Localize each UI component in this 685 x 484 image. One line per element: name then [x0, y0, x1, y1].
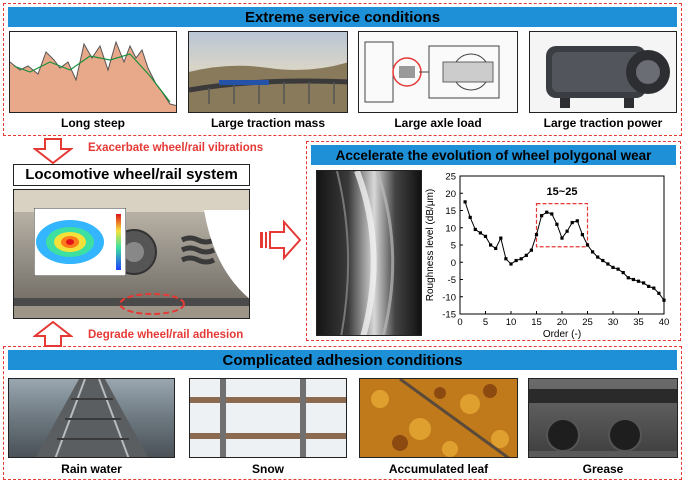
data-point: [483, 234, 488, 238]
grease-image: [528, 378, 678, 458]
data-point: [545, 210, 549, 214]
y-tick-label: -10: [442, 292, 456, 303]
data-point: [606, 262, 610, 266]
data-point: [580, 233, 584, 237]
roughness-series-line: [464, 201, 665, 301]
data-point: [504, 257, 508, 261]
wheel-photo: [316, 170, 422, 336]
data-point: [473, 227, 477, 232]
data-point: [657, 291, 661, 295]
y-tick-label: -5: [448, 275, 456, 286]
traction-mass-caption: Large traction mass: [210, 116, 326, 130]
traction-mass-image: [188, 31, 348, 113]
top-section-frame: [3, 3, 682, 136]
y-tick-label: 5: [451, 241, 456, 252]
system-title: Locomotive wheel/rail system: [13, 164, 250, 186]
data-point: [489, 243, 493, 247]
annotation-label: 15~25: [547, 186, 578, 198]
x-tick-label: 40: [659, 317, 670, 328]
data-point: [631, 277, 635, 282]
data-point: [468, 215, 472, 219]
data-point: [611, 265, 615, 270]
y-tick-label: -15: [442, 310, 456, 321]
data-point: [463, 200, 467, 204]
data-point: [509, 262, 513, 266]
rain-water-image: [8, 378, 175, 458]
up-arrow-icon: [33, 321, 73, 347]
snow-image: [189, 378, 347, 458]
data-point: [494, 246, 498, 251]
right-arrow-icon: [260, 219, 302, 261]
data-point: [499, 236, 503, 240]
annotation-dashed-box: [535, 202, 589, 248]
x-tick-label: 25: [582, 317, 593, 328]
data-point: [519, 257, 523, 261]
data-point: [616, 267, 620, 271]
data-point: [626, 276, 630, 280]
x-tick-label: 0: [457, 317, 462, 328]
vibration-label: Exacerbate wheel/rail vibrations: [88, 142, 264, 154]
y-tick-label: 10: [445, 223, 456, 234]
data-point: [560, 236, 564, 240]
data-point: [534, 233, 539, 237]
data-point: [647, 284, 651, 288]
long-steep-caption: Long steep: [60, 116, 125, 130]
data-point: [575, 219, 579, 223]
data-point: [540, 214, 544, 218]
data-point: [570, 220, 574, 225]
y-tick-label: 20: [445, 189, 456, 200]
down-arrow-icon: [33, 138, 73, 164]
y-tick-label: 15: [445, 206, 456, 217]
data-point: [652, 286, 656, 290]
long-steep-image: [9, 31, 177, 113]
bottom-section-frame: [3, 346, 682, 480]
top-section-title: Extreme service conditions: [8, 7, 677, 27]
x-tick-label: 20: [557, 317, 568, 328]
grease-caption: Grease: [582, 462, 624, 476]
data-point: [524, 253, 528, 257]
data-point: [636, 279, 641, 283]
y-axis-label: Roughness level (dB/μm): [425, 189, 436, 301]
data-point: [478, 231, 482, 235]
traction-power-image: [529, 31, 677, 113]
wear-section-frame: [306, 141, 681, 341]
data-point: [514, 258, 518, 263]
roughness-chart: 0 5 10 15 20 25 30 35 40 -15 -10 -5 0 5 10 15 20 25 15~25…: [425, 172, 670, 341]
y-tick-label: 0: [451, 258, 456, 269]
data-point: [565, 229, 569, 233]
wear-section-title: Accelerate the evolution of wheel polygo…: [311, 145, 676, 165]
x-axis-label: Order (-): [543, 329, 581, 340]
data-point: [642, 281, 646, 285]
x-tick-label: 30: [608, 317, 619, 328]
accumulated-leaf-caption: Accumulated leaf: [388, 462, 489, 476]
snow-caption: Snow: [252, 462, 284, 476]
bottom-section-title: Complicated adhesion conditions: [8, 350, 677, 370]
data-point: [601, 258, 605, 263]
x-tick-label: 15: [531, 317, 542, 328]
y-tick-label: 25: [445, 172, 456, 183]
chart-plot-area: [459, 175, 665, 315]
x-tick-label: 5: [483, 317, 488, 328]
data-point: [591, 250, 595, 254]
data-point: [662, 298, 666, 302]
data-point: [621, 271, 625, 275]
axle-load-caption: Large axle load: [394, 116, 482, 130]
contour-plot-inset: [34, 208, 126, 276]
axle-load-image: [358, 31, 518, 113]
rain-water-caption: Rain water: [61, 462, 122, 476]
locomotive-bogie-image: [13, 189, 250, 319]
data-point: [550, 212, 554, 216]
traction-power-caption: Large traction power: [543, 116, 663, 130]
x-tick-label: 10: [506, 317, 517, 328]
data-point: [555, 222, 559, 226]
adhesion-label: Degrade wheel/rail adhesion: [88, 329, 244, 341]
data-point: [585, 243, 590, 247]
data-point: [529, 248, 533, 252]
x-tick-label: 35: [633, 317, 644, 328]
accumulated-leaf-image: [359, 378, 518, 458]
data-point: [596, 255, 600, 259]
